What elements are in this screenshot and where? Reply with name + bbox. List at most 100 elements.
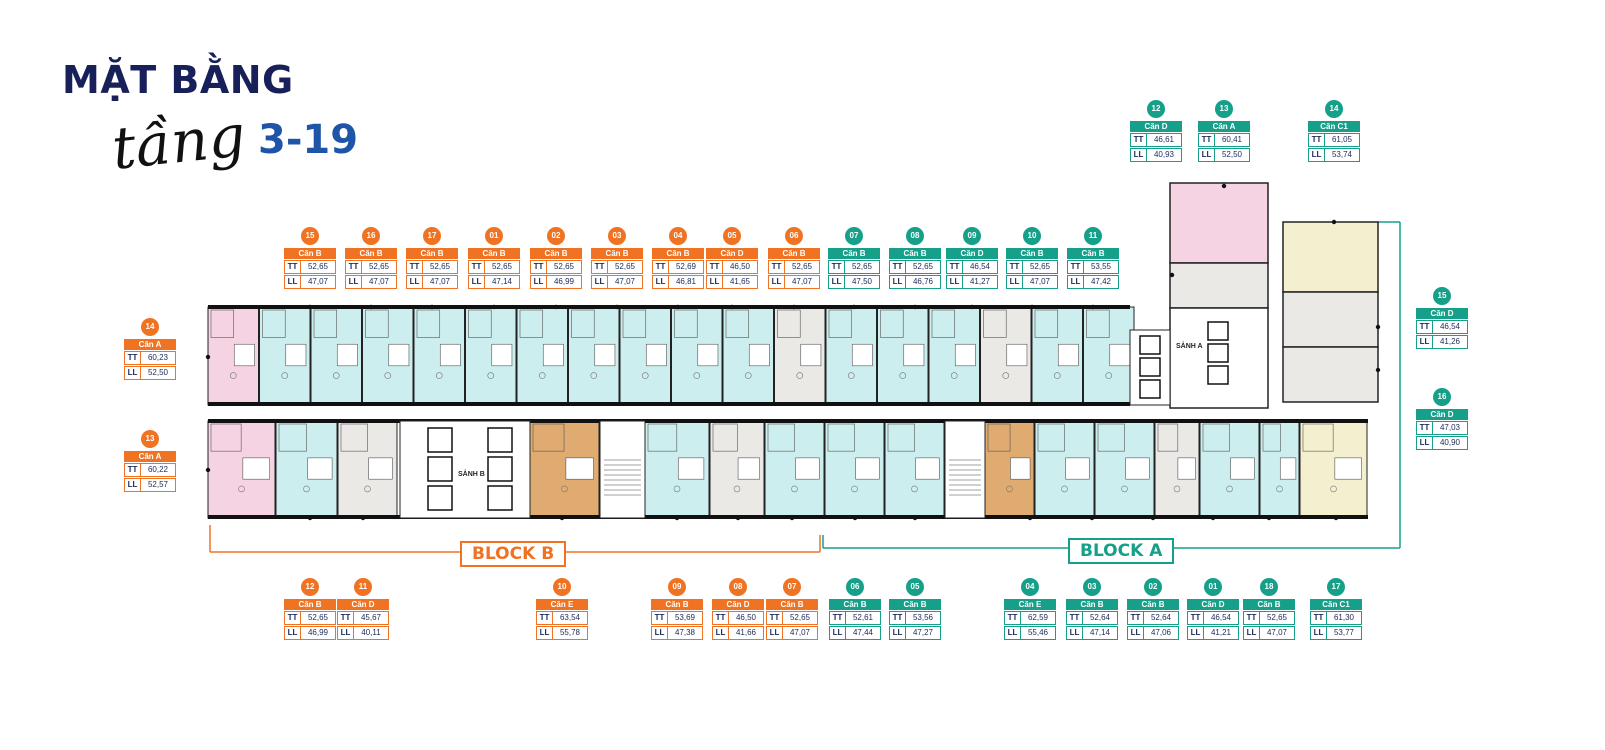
area-tt-value: 52,65 xyxy=(368,262,390,271)
leader-dot xyxy=(1090,304,1096,310)
wall xyxy=(208,419,1368,423)
unit-number: 11 xyxy=(354,578,372,596)
area-tt-value: 52,65 xyxy=(491,262,513,271)
unit-number: 12 xyxy=(1147,100,1165,118)
area-tt-key: TT xyxy=(1311,612,1327,624)
area-tt-value: 53,69 xyxy=(674,613,696,622)
area-ll-value: 47,07 xyxy=(789,628,811,637)
elevator xyxy=(487,427,513,453)
bedroom-outline xyxy=(1034,309,1059,338)
leader-dot xyxy=(1169,272,1175,278)
area-tt-row: TT 46,50 xyxy=(712,611,764,625)
area-ll-value: 47,07 xyxy=(307,277,329,286)
leader-dot xyxy=(368,304,374,310)
elevator xyxy=(1207,343,1229,363)
table-outline xyxy=(561,485,568,493)
area-tt-key: TT xyxy=(713,612,729,624)
bedroom-outline xyxy=(880,309,904,338)
area-ll-key: LL xyxy=(469,276,485,288)
unit-number: 17 xyxy=(1327,578,1345,596)
area-tt-value: 46,50 xyxy=(735,613,757,622)
area-ll-key: LL xyxy=(652,627,668,639)
area-ll-value: 47,07 xyxy=(368,277,390,286)
unit-number: 03 xyxy=(608,227,626,245)
area-tt-value: 52,65 xyxy=(791,262,813,271)
area-tt-value: 52,64 xyxy=(1089,613,1111,622)
unit-number: 17 xyxy=(423,227,441,245)
leader-lines xyxy=(205,183,1381,521)
unit-number: 09 xyxy=(963,227,981,245)
leader-dot xyxy=(735,515,741,521)
bedroom-outline xyxy=(313,309,338,338)
area-tt-value: 46,54 xyxy=(1210,613,1232,622)
area-tt-key: TT xyxy=(125,352,141,364)
unit-number: 05 xyxy=(723,227,741,245)
table-outline xyxy=(847,372,855,379)
area-ll-value: 40,90 xyxy=(1439,438,1461,447)
unit-number: 02 xyxy=(1144,578,1162,596)
elevator xyxy=(1139,335,1161,355)
table-outline xyxy=(673,485,681,493)
bedroom-outline xyxy=(987,423,1011,452)
leader-dot xyxy=(969,304,975,310)
bathroom-outline xyxy=(1065,457,1090,480)
area-tt-key: TT xyxy=(1067,612,1083,624)
bedroom-outline xyxy=(1037,423,1065,452)
area-tt-key: TT xyxy=(531,261,547,273)
unit-type: Căn A xyxy=(124,451,176,462)
bathroom-outline xyxy=(800,343,822,367)
table-outline xyxy=(238,485,245,493)
unit-type: Căn B xyxy=(828,248,880,259)
area-ll-value: 52,50 xyxy=(1221,150,1243,159)
area-tt-key: TT xyxy=(1007,261,1023,273)
area-tt-key: TT xyxy=(830,612,846,624)
bedroom-outline xyxy=(1157,423,1179,452)
